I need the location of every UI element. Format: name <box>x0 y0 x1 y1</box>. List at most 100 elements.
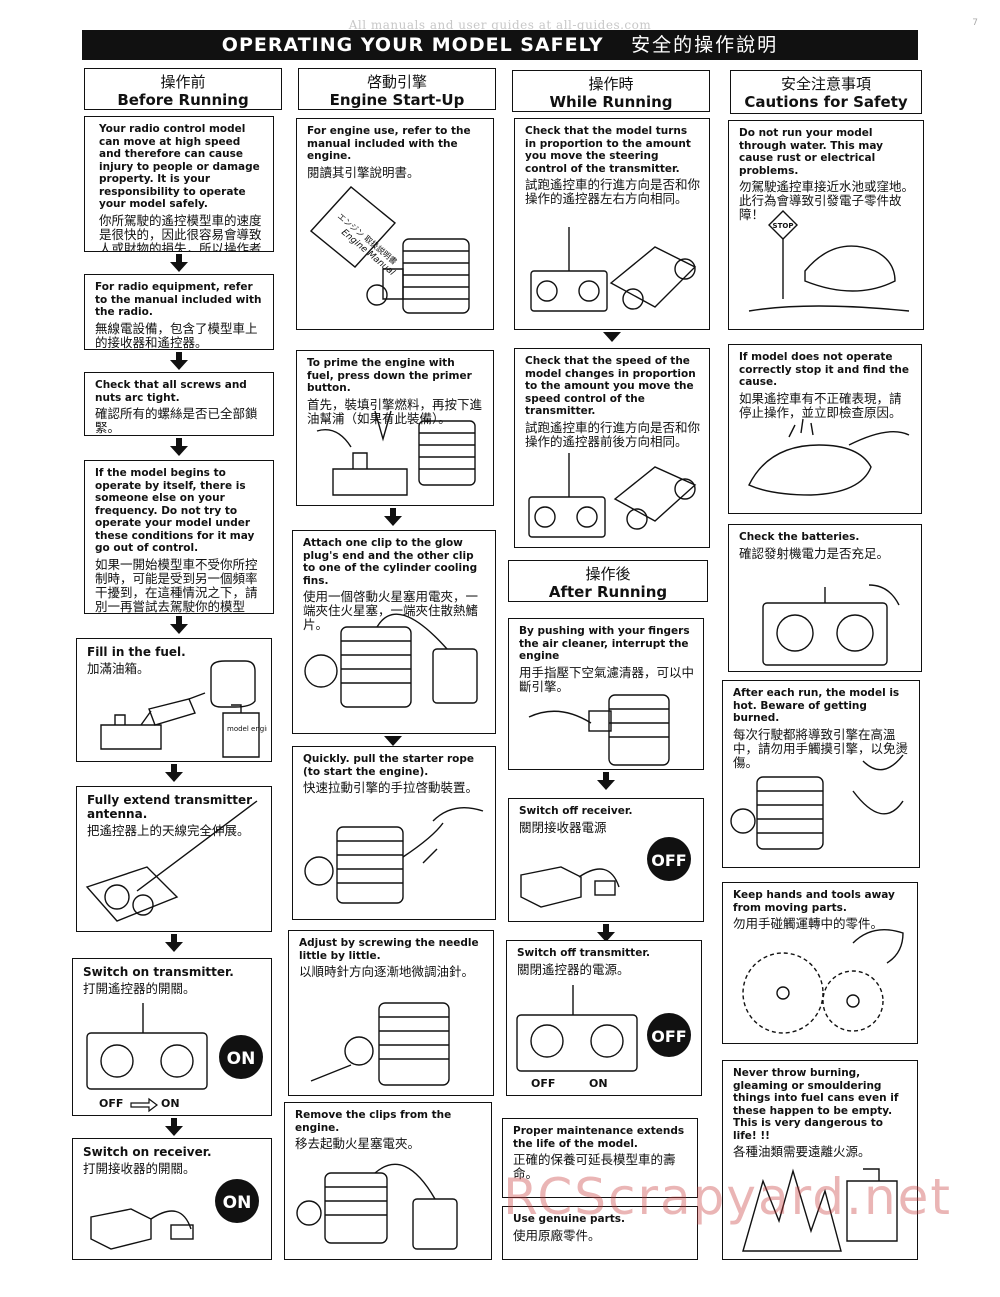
header-zh: 啓動引擎 <box>366 73 427 91</box>
step-text-zh: 勿駕駛遙控車接近水池或窪地。此行為會導致引發電子零件故障！ <box>739 179 915 222</box>
switch-off-label: OFF <box>99 1097 123 1110</box>
off-badge: OFF <box>651 851 686 870</box>
transmitter-antenna-illustration <box>85 800 258 922</box>
step-text-en: Switch on transmitter. <box>83 965 234 979</box>
step-text-zh: 閱讀其引擎說明書。 <box>307 164 420 180</box>
on-badge: ON <box>223 1193 252 1213</box>
steering-test-illustration <box>530 227 697 312</box>
step-text-en: Switch on receiver. <box>83 1145 212 1159</box>
step-text-en: Your radio control model can move at hig… <box>99 123 260 210</box>
step-text-zh: 使用原廠零件。 <box>513 1227 601 1243</box>
step-text-en: By pushing with your fingers the air cle… <box>519 625 690 662</box>
step-text-zh: 加滿油箱。 <box>87 661 150 676</box>
step-text-zh: 如果遙控車有不正確表現，請停止操作，並立即檢查原因。 <box>739 390 902 420</box>
after-step-1: By pushing with your fingers the air cle… <box>508 618 704 770</box>
step-text-en: Fully extend transmitter antenna. <box>87 793 253 821</box>
step-text-en: For radio equipment, refer to the manual… <box>95 281 262 318</box>
step-text-zh: 你所駕駛的遙控模型車的速度是很快的，因此很容易會導致人或財物的損失，所以操作者需… <box>99 212 262 252</box>
column-header-startup: 啓動引擎 Engine Start-Up <box>298 68 496 110</box>
step-text-zh: 使用一個啓動火星塞用電夾，一端夾住火星塞，一端夾住散熱鰭片。 <box>303 589 479 632</box>
transmitter-off-illustration: OFF OFF ON <box>516 985 691 1090</box>
step-text-en: Check that the model turns in proportion… <box>525 125 691 175</box>
fire-fuel-can-illustration <box>742 1168 898 1252</box>
glow-plug-clip-illustration <box>304 613 478 708</box>
step-text-en: Do not run your model through water. Thi… <box>739 127 883 177</box>
before-step-2: For radio equipment, refer to the manual… <box>84 274 274 350</box>
step-text-en: To prime the engine with fuel, press dow… <box>307 357 472 394</box>
step-text-zh: 試跑遙控車的行進方向是否和你操作的遙控器前後方向相同。 <box>525 419 701 449</box>
step-text-zh: 無線電設備，包含了模型車上的接收器和遙控器。 <box>95 320 258 350</box>
header-en: Before Running <box>117 91 249 109</box>
step-text-zh: 關閉遙控器的電源。 <box>517 961 630 977</box>
column-header-after: 操作後 After Running <box>508 560 708 602</box>
header-en: Cautions for Safety <box>744 93 908 111</box>
header-zh: 操作後 <box>585 565 631 583</box>
after-step-4: Proper maintenance extends the life of t… <box>502 1118 698 1198</box>
startup-step-6: Remove the clips from the engine. 移去起動火星… <box>284 1102 492 1260</box>
step-text-zh: 如果一開始模型車不受你所控制時，可能是受到另一個頻率干擾到，在這種情況之下，請別… <box>95 556 258 614</box>
step-text-en: Check the batteries. <box>739 531 860 543</box>
startup-step-3: Attach one clip to the glow plug's end a… <box>292 530 496 734</box>
step-text-en: Switch off transmitter. <box>517 947 650 959</box>
step-text-zh: 試跑遙控車的行進方向是否和你操作的遙控器左右方向相同。 <box>525 177 701 206</box>
while-step-2: Check that the speed of the model change… <box>514 348 710 548</box>
header-en: While Running <box>549 93 673 111</box>
receiver-off-illustration: OFF <box>520 837 691 908</box>
step-text-en: After each run, the model is hot. Beware… <box>733 687 900 724</box>
hot-engine-illustration <box>730 754 904 850</box>
stop-sign-label: STOP <box>773 222 794 230</box>
header-zh: 安全注意事項 <box>780 75 871 93</box>
step-text-zh: 用手指壓下空氣濾清器，可以中斷引擎。 <box>519 664 695 694</box>
header-en: After Running <box>548 583 668 601</box>
needle-adjust-illustration <box>310 1002 450 1086</box>
before-step-1: Your radio control model can move at hig… <box>84 116 274 252</box>
remove-clips-illustration <box>296 1163 458 1250</box>
caution-step-5: Keep hands and tools away from moving pa… <box>722 882 918 1044</box>
step-text-en: Use genuine parts. <box>513 1213 626 1225</box>
startup-step-4: Quickly. pull the starter rope (to start… <box>292 746 496 920</box>
page-title: OPERATING YOUR MODEL SAFELY 安全的操作說明 <box>82 30 918 60</box>
after-step-5: Use genuine parts. 使用原廠零件。 <box>502 1206 698 1260</box>
switch-off-label: OFF <box>531 1077 555 1090</box>
on-badge: ON <box>227 1049 256 1069</box>
column-header-cautions: 安全注意事項 Cautions for Safety <box>730 70 922 114</box>
step-text-en: Fill in the fuel. <box>87 645 186 659</box>
page-mark: 7 <box>972 18 978 28</box>
step-text-en: If the model begins to operate by itself… <box>95 467 255 554</box>
battery-check-illustration <box>762 584 900 666</box>
step-text-zh: 以順時針方向逐漸地微調油針。 <box>299 964 475 979</box>
step-text-en: Check that all screws and nuts arc tight… <box>95 379 247 404</box>
speed-test-illustration <box>528 453 697 538</box>
step-text-en: Proper maintenance extends the life of t… <box>513 1125 685 1150</box>
column-header-before: 操作前 Before Running <box>84 68 282 110</box>
before-step-4: If the model begins to operate by itself… <box>84 460 274 614</box>
step-text-zh: 快速拉動引擎的手拉啓動裝置。 <box>303 780 479 795</box>
watermark: RCScrapyard.net <box>503 1168 952 1226</box>
step-text-zh: 確認發射機電力是否充足。 <box>739 545 890 561</box>
step-text-zh: 各種油類需要遠離火源。 <box>733 1144 871 1159</box>
before-step-3: Check that all screws and nuts arc tight… <box>84 372 274 436</box>
title-zh: 安全的操作說明 <box>631 34 779 56</box>
step-text-en: Check that the speed of the model change… <box>525 355 696 417</box>
after-step-2: Switch off receiver. 關閉接收器電源 OFF <box>508 798 704 922</box>
step-text-zh: 打開遙控器的開關。 <box>83 981 196 996</box>
step-text-zh: 每次行駛都將導致引擎在高溫中，請勿用手觸摸引擎，以免燙傷。 <box>733 726 909 770</box>
while-step-1: Check that the model turns in proportion… <box>514 118 710 330</box>
step-text-en: Never throw burning, gleaming or smoulde… <box>733 1067 899 1142</box>
before-step-7: Switch on transmitter. 打開遙控器的開關。 ON OFF … <box>72 958 272 1116</box>
step-text-zh: 正確的保養可延長模型車的壽命。 <box>513 1152 676 1181</box>
startup-step-1: For engine use, refer to the manual incl… <box>296 118 494 330</box>
header-en: Engine Start-Up <box>329 91 465 109</box>
step-text-en: Switch off receiver. <box>519 805 633 817</box>
caution-step-6: Never throw burning, gleaming or smoulde… <box>722 1060 918 1260</box>
caution-step-4: After each run, the model is hot. Beware… <box>722 680 920 868</box>
step-text-zh: 勿用手碰觸運轉中的零件。 <box>733 916 884 931</box>
transmitter-illustration: ON OFF ON <box>86 1003 263 1113</box>
caution-step-1: Do not run your model through water. Thi… <box>728 120 924 330</box>
primer-button-illustration <box>316 410 476 496</box>
step-text-en: Adjust by screwing the needle little by … <box>299 937 479 962</box>
step-text-en: Quickly. pull the starter rope (to start… <box>303 753 474 778</box>
step-text-zh: 確認所有的螺絲是否已全部鎖緊。 <box>95 406 258 435</box>
caution-step-3: Check the batteries. 確認發射機電力是否充足。 <box>728 524 922 672</box>
step-text-en: If model does not operate correctly stop… <box>739 351 909 388</box>
